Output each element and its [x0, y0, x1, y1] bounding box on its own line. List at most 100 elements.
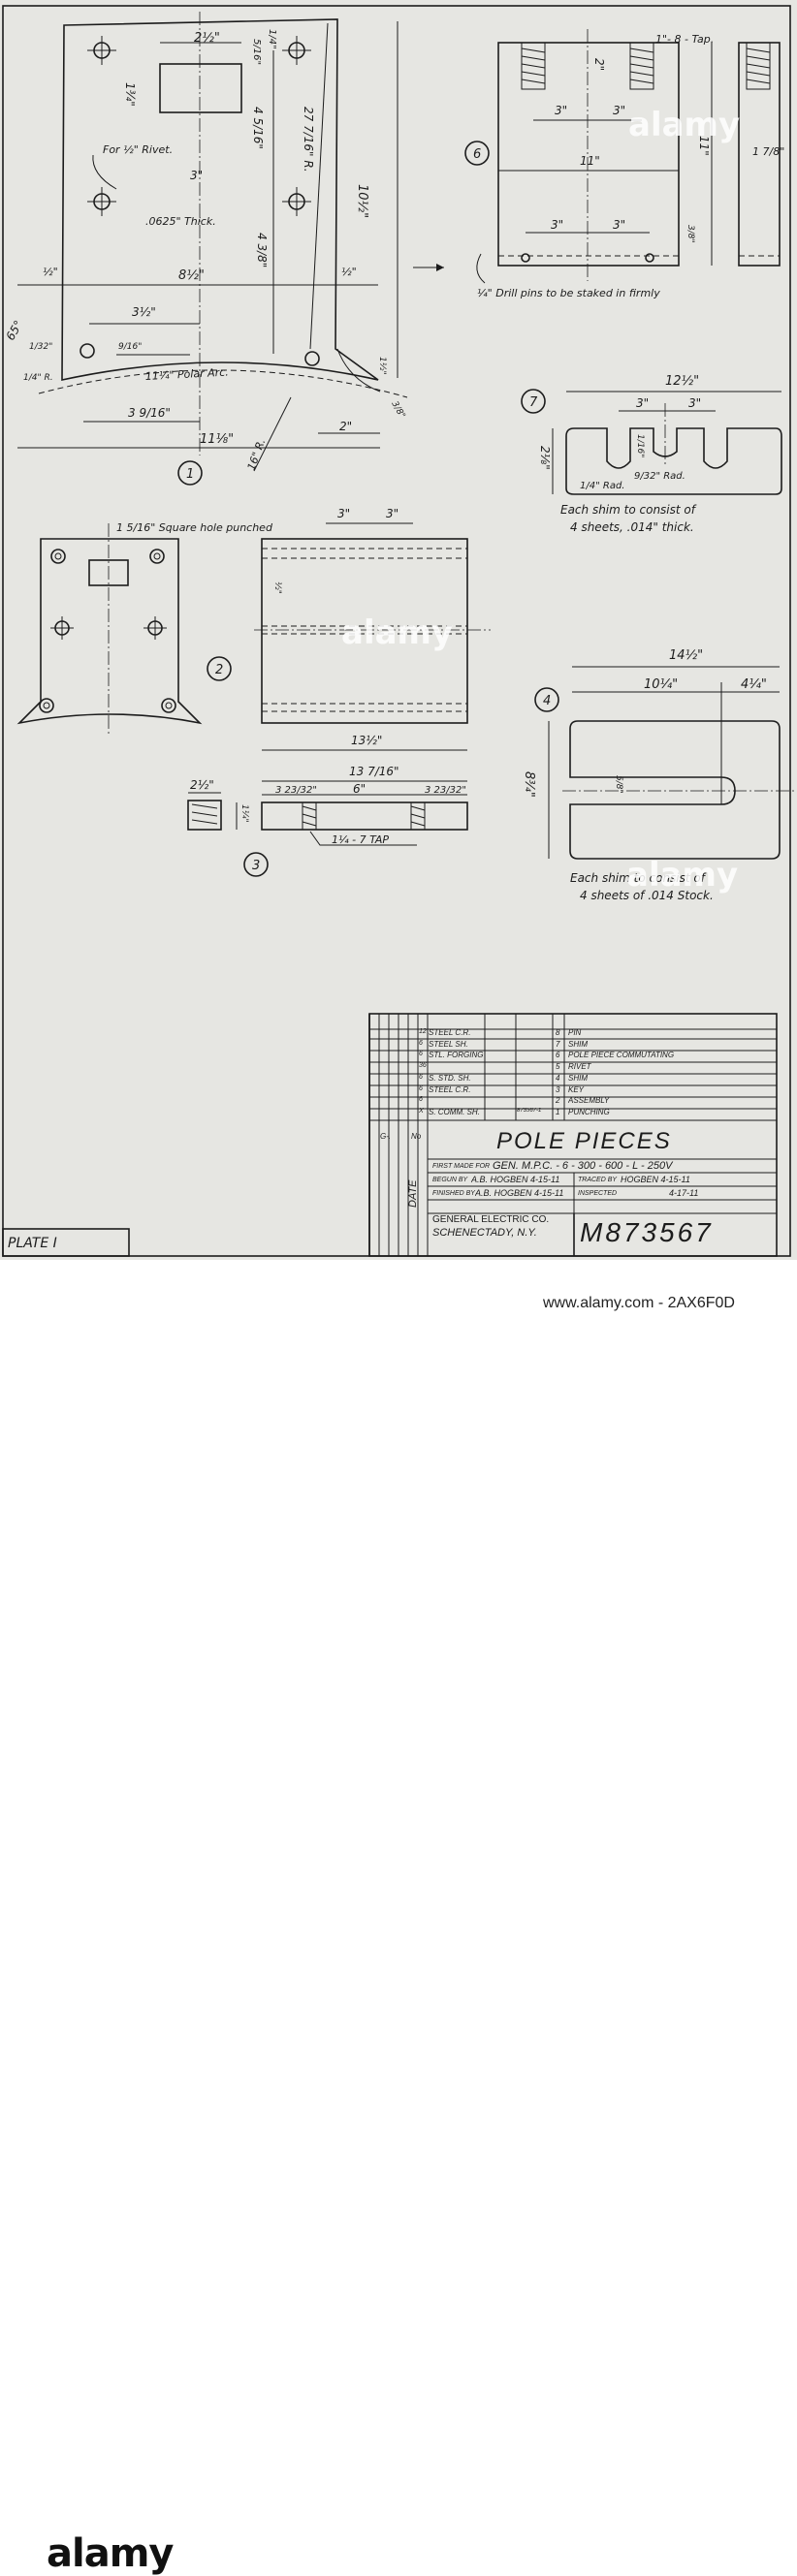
tb-traced-by: HOGBEN 4-15-11	[621, 1175, 690, 1184]
fig7-number: 7	[529, 395, 538, 410]
tb-inspected-label: INSPECTED	[578, 1190, 618, 1197]
fig7-rad-1-4: 1/4" Rad.	[580, 481, 624, 491]
fig1-dim-4-5-16: 4 5/16"	[251, 107, 265, 149]
materials-cell-qty: X	[419, 1107, 424, 1115]
materials-cell-qty: 6	[419, 1051, 423, 1058]
fig1-square-hole	[159, 63, 242, 113]
drawing-sheet: 2½" 5/16" 1/4" 1¾" For ½" Rivet. 3" .062…	[0, 0, 797, 1260]
fig3-number: 3	[252, 859, 260, 873]
drawing-number: M873567	[580, 1217, 714, 1247]
materials-cell-item: 4	[556, 1073, 560, 1083]
materials-cell-item: 8	[556, 1028, 560, 1037]
materials-cell-name: RIVET	[568, 1062, 591, 1072]
fig2-dim-half: ½"	[272, 581, 282, 594]
tb-begun-by-label: BEGUN BY	[432, 1177, 468, 1183]
tb-inspected: 4-17-11	[669, 1188, 699, 1198]
fig4-note-line1: Each shim to consist of	[570, 871, 707, 885]
materials-cell-qty: 6	[419, 1039, 423, 1047]
fig2-dim-13-7-16: 13 7/16"	[349, 765, 399, 778]
fig1-radius: 27 7/16" R.	[302, 107, 315, 173]
fig3-dim-1-1-4: 1¼"	[239, 804, 249, 823]
fig1-dim-9-16: 9/16"	[118, 342, 142, 352]
materials-cell-name: SHIM	[568, 1039, 588, 1049]
fig6-dim-3a: 3"	[555, 104, 567, 117]
fig4-dim-5-8: 5/8"	[614, 775, 623, 794]
fig1-dim-10-1-2: 10½"	[355, 184, 369, 218]
fig1-dim-5-16: 5/16"	[251, 39, 262, 65]
tb-company-line2: SCHENECTADY, N.Y.	[432, 1227, 537, 1239]
materials-cell-item: 2	[556, 1096, 560, 1106]
fig2-number: 2	[215, 663, 223, 677]
materials-cell-name: ASSEMBLY	[568, 1096, 610, 1106]
fig1-dim-1-34: 1¾"	[123, 82, 137, 107]
fig6-number-circle	[464, 141, 490, 166]
fig1-number-circle	[177, 460, 203, 486]
fig6-number: 6	[473, 147, 481, 162]
materials-cell-name: PIN	[568, 1028, 582, 1037]
materials-cell-material: STEEL C.R.	[429, 1028, 471, 1037]
fig1-dim-1-32: 1/32"	[29, 342, 52, 352]
fig1-dim-8-1-2: 8½"	[178, 268, 205, 283]
fig7-dim-3a: 3"	[636, 396, 649, 410]
materials-cell-name: SHIM	[568, 1073, 588, 1083]
watermark: alamy	[341, 613, 453, 652]
fig4-dim-8-3-4: 8¾"	[522, 771, 536, 798]
fig1-dim-top-width: 2½"	[194, 31, 220, 46]
fig2-side-view	[261, 538, 468, 724]
fig2-number-circle	[207, 656, 232, 681]
fig1-angle: 65°	[3, 318, 25, 342]
figure-7	[552, 391, 782, 495]
fig4-number: 4	[543, 694, 551, 708]
tb-begun-by: A.B. HOGBEN 4-15-11	[471, 1175, 560, 1184]
fig3-key	[261, 801, 468, 831]
fig6-dim-3d: 3"	[613, 218, 625, 232]
fig7-dim-3b: 3"	[688, 396, 701, 410]
fig4-dim-10-1-4: 10¼"	[644, 677, 678, 692]
fig3-tap-note: 1¼ - 7 TAP	[332, 833, 389, 846]
watermark: alamy	[626, 856, 738, 895]
fig3-dim-3-23-32b: 3 23/32"	[425, 785, 466, 796]
tb-finished-by: A.B. HOGBEN 4-15-11	[475, 1188, 564, 1198]
fig3-dim-3-23-32a: 3 23/32"	[275, 785, 317, 796]
fig1-dim-3-8: 3/8"	[389, 400, 406, 421]
fig7-rad-9-32: 9/32" Rad.	[634, 471, 685, 482]
fig1-dim-1-4: 1/4"	[267, 29, 277, 49]
figure-6	[476, 29, 781, 284]
fig2-dim-13-1-2: 13½"	[351, 734, 382, 747]
fig4-note-line2: 4 sheets of .014 Stock.	[580, 889, 714, 902]
fig1-dim-1-1-2: 1½"	[377, 357, 387, 375]
materials-cell-qty: 6	[419, 1096, 423, 1104]
title-block	[368, 1013, 778, 1257]
materials-cell-qty: 6	[419, 1073, 423, 1081]
materials-cell-qty: 36	[419, 1062, 427, 1070]
tb-g1-label: G-1	[380, 1132, 390, 1141]
materials-cell-material: STEEL C.R.	[429, 1084, 471, 1094]
tb-company-line1: GENERAL ELECTRIC CO.	[432, 1214, 550, 1225]
fig6-dim-3-8: 3/8"	[685, 225, 695, 243]
materials-cell-material: STEEL SH.	[429, 1039, 468, 1049]
tb-no-label: No	[411, 1132, 422, 1141]
materials-cell-item: 5	[556, 1062, 560, 1072]
fig1-dim-half-right: ½"	[341, 266, 357, 278]
materials-cell-material: STL. FORGING	[429, 1051, 484, 1060]
materials-cell-item: 3	[556, 1084, 560, 1094]
fig7-dim-12-1-2: 12½"	[665, 374, 699, 389]
fig1-dim-3: 3"	[190, 169, 203, 182]
fig1-hole	[80, 343, 95, 359]
fig7-note-line1: Each shim to consist of	[560, 503, 697, 517]
fig1-dim-2: 2"	[339, 420, 352, 433]
tb-first-made-for: GEN. M.P.C. - 6 - 300 - 600 - L - 250V	[493, 1160, 673, 1172]
fig2-hole-note: 1 5/16" Square hole punched	[116, 521, 273, 534]
fig6-tap-note: 1"- 8 - Tap.	[655, 33, 714, 46]
fig1-thick-note: .0625" Thick.	[145, 215, 216, 228]
materials-cell-name: KEY	[568, 1084, 585, 1094]
fig3-dim-2-1-2: 2½"	[190, 778, 214, 792]
watermark: alamy	[628, 106, 740, 144]
tb-date-label: DATE	[407, 1179, 419, 1208]
materials-cell-qty: 6	[419, 1084, 423, 1092]
tb-traced-by-label: TRACED BY	[578, 1177, 618, 1183]
fig7-number-circle	[521, 389, 546, 414]
fig1-rivet-note: For ½" Rivet.	[103, 143, 173, 156]
fig3-number-circle	[243, 852, 269, 877]
fig4-number-circle	[534, 687, 559, 712]
